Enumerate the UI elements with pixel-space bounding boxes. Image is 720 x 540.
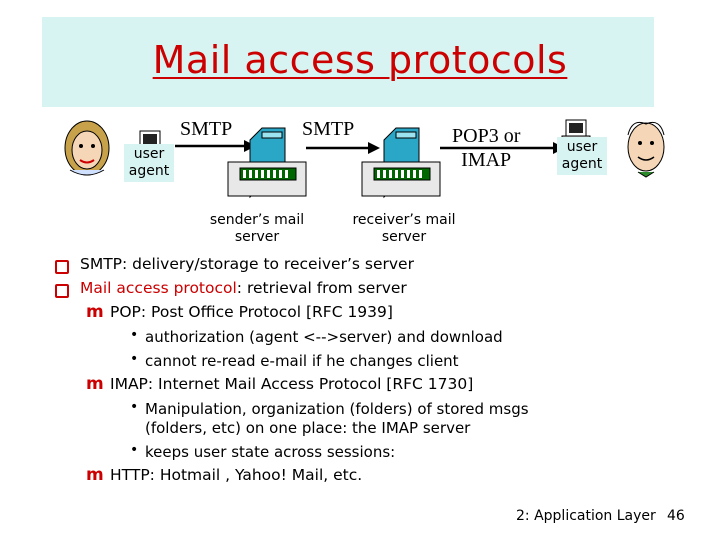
pop3-imap-label: POP3 or IMAP [452, 124, 520, 172]
dot-bullet-icon: • [130, 442, 139, 458]
user-agent-left-line2: agent [128, 163, 170, 179]
pop3-imap-line1: POP3 or [452, 125, 521, 147]
title-band [42, 17, 654, 107]
user-agent-right: user agent [557, 137, 607, 175]
receiver-server-line2: server [381, 229, 427, 245]
bullet-pop-sub1: authorization (agent <-->server) and dow… [145, 328, 503, 346]
bullet-imap-sub1-line1: Manipulation, organization (folders) of … [145, 400, 529, 418]
sub-bullet-icon: m [86, 302, 104, 322]
user-agent-right-line1: user [566, 139, 598, 155]
dot-bullet-icon: • [130, 351, 139, 367]
bullet-http: HTTP: Hotmail , Yahoo! Mail, etc. [110, 466, 363, 484]
smtp-label-left: SMTP [180, 118, 233, 140]
user-agent-left: user agent [124, 144, 174, 182]
user-agent-left-line1: user [133, 146, 165, 162]
receiver-server-line1: receiver’s mail [352, 212, 456, 228]
sub-bullet-icon: m [86, 465, 104, 485]
sender-server-line1: sender’s mail [209, 212, 305, 228]
receiver-server-icon [361, 127, 441, 199]
bullet-pop-sub2: cannot re-read e-mail if he changes clie… [145, 352, 459, 370]
bullet-square-icon [55, 260, 69, 274]
sender-server-icon [227, 127, 307, 199]
bullet-square-icon [55, 284, 69, 298]
woman-user-icon [64, 120, 110, 176]
footer-page-number: 46 [667, 508, 685, 524]
dot-bullet-icon: • [130, 399, 139, 415]
sender-server-label: sender’s mail server [200, 212, 314, 246]
mail-access-term: Mail access protocol [80, 279, 237, 297]
bullet-imap: IMAP: Internet Mail Access Protocol [RFC… [110, 375, 474, 393]
bullet-mail-access: Mail access protocol: retrieval from ser… [80, 279, 407, 297]
pop3-imap-line2: IMAP [461, 149, 512, 171]
receiver-server-label: receiver’s mail server [340, 212, 468, 246]
bullet-imap-sub1-line2: (folders, etc) on one place: the IMAP se… [145, 419, 471, 437]
bullet-pop: POP: Post Office Protocol [RFC 1939] [110, 303, 393, 321]
footer-chapter: 2: Application Layer [516, 508, 656, 524]
bullet-imap-sub2: keeps user state across sessions: [145, 443, 396, 461]
user-agent-right-line2: agent [561, 156, 603, 172]
mail-access-rest: : retrieval from server [236, 279, 407, 297]
sender-server-line2: server [234, 229, 280, 245]
page-title: Mail access protocols [152, 38, 568, 82]
bullet-smtp: SMTP: delivery/storage to receiver’s ser… [80, 255, 414, 273]
dot-bullet-icon: • [130, 327, 139, 343]
smtp-label-right: SMTP [302, 118, 355, 140]
sub-bullet-icon: m [86, 374, 104, 394]
man-user-icon [627, 121, 665, 178]
